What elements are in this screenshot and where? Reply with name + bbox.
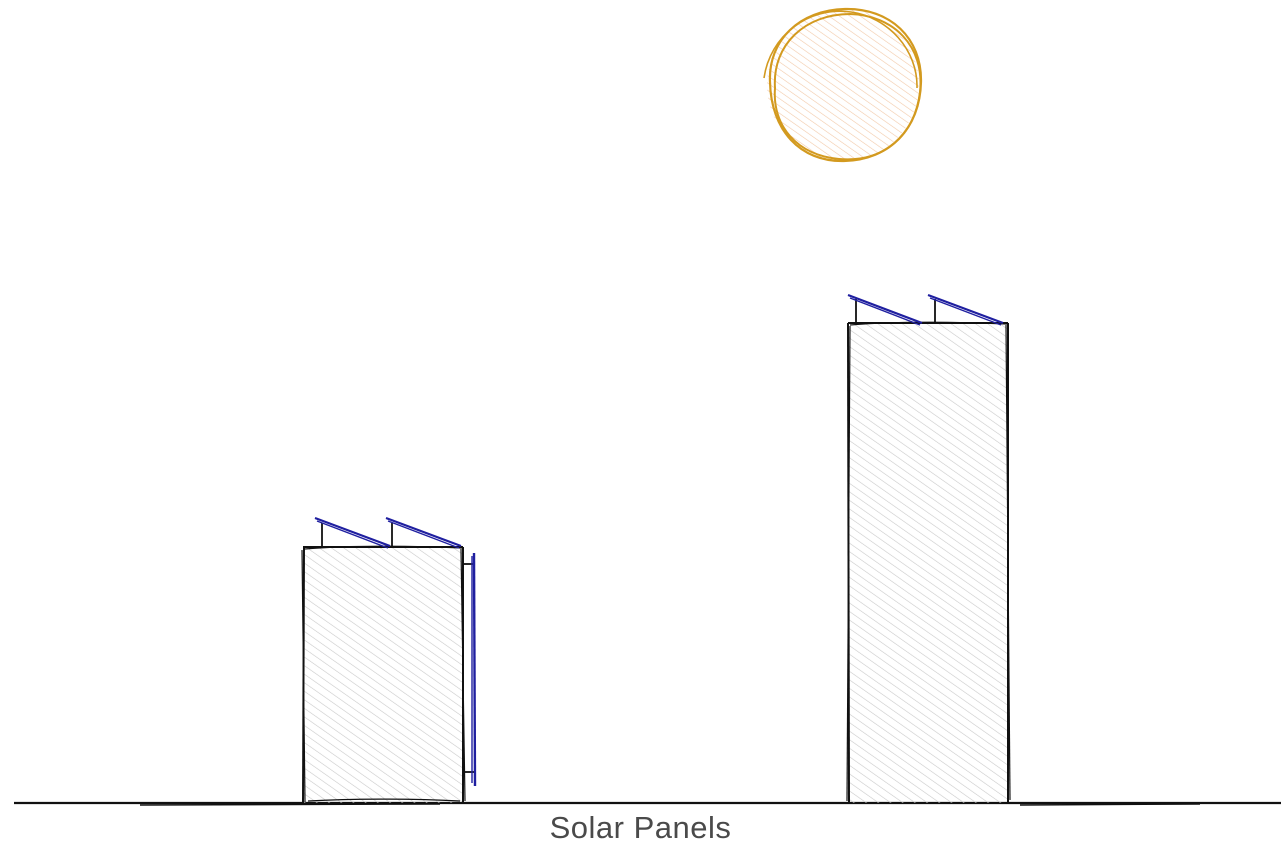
building-tall bbox=[846, 321, 1011, 804]
ground-line bbox=[14, 801, 1281, 806]
solar-panel-icon bbox=[463, 552, 477, 787]
building-short bbox=[301, 545, 466, 804]
solar-panel-icon bbox=[314, 516, 391, 549]
solar-panel-icon bbox=[847, 293, 923, 326]
solar-panel-icon bbox=[927, 293, 1004, 326]
diagram-caption: Solar Panels bbox=[549, 810, 732, 845]
solar-panel-icon bbox=[385, 516, 462, 549]
sun-icon bbox=[763, 7, 923, 163]
